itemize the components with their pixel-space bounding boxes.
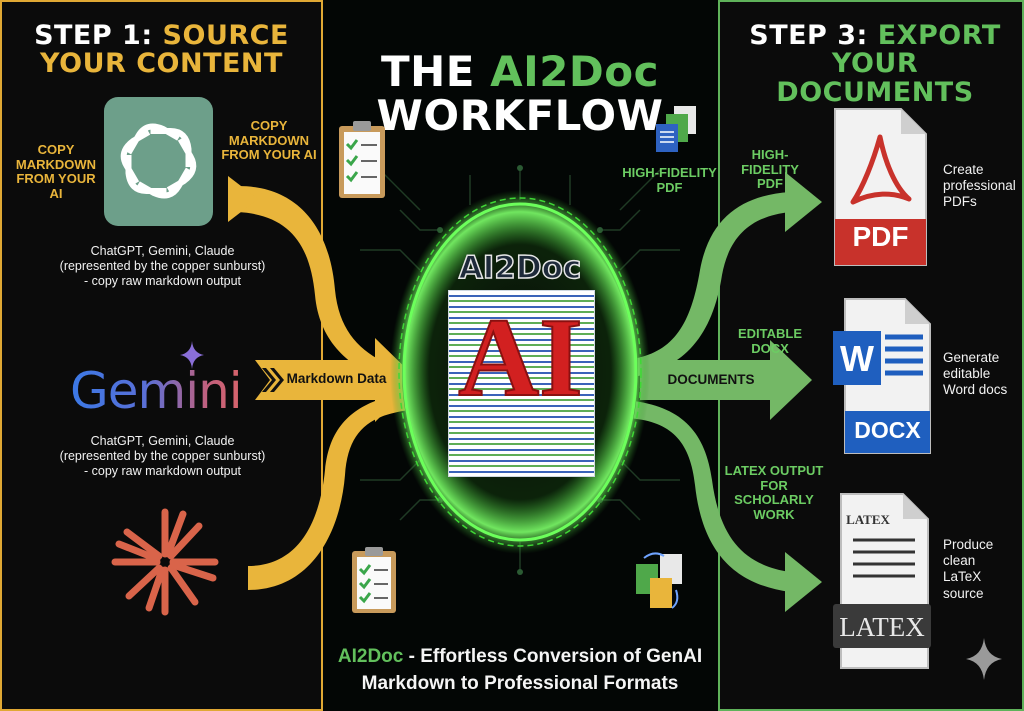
docx-description: Generate editable Word docs	[943, 350, 1008, 398]
word-letter: W	[840, 338, 874, 379]
docx-badge: DOCX	[854, 417, 921, 443]
ai-letters: AI	[457, 296, 583, 420]
workflow-word: WORKFLOW	[376, 91, 664, 141]
markdown-data-label: Markdown Data	[286, 371, 387, 386]
step3-subtitle: YOUR DOCUMENTS	[776, 48, 974, 108]
step1-heading: STEP 1: SOURCE YOUR CONTENT	[20, 20, 303, 80]
step1-prefix: STEP 1:	[34, 20, 163, 51]
step3-keyword: EXPORT	[877, 20, 1001, 51]
copy-markdown-label-right: COPY MARKDOWN FROM YOUR AI	[221, 118, 317, 163]
input-arrows	[228, 176, 418, 590]
latex-output-label: LATEX OUTPUT FOR SCHOLARLY WORK	[724, 463, 824, 522]
workflow-brand: AI2Doc	[490, 47, 660, 96]
documents-icon	[656, 106, 696, 152]
pdf-badge: PDF	[852, 221, 909, 252]
gemini-wordmark: Gemini	[70, 362, 243, 420]
workflow-heading: THE AI2Doc WORKFLOW	[330, 47, 710, 141]
workflow-prefix: THE	[380, 47, 491, 96]
step3-heading: STEP 3: EXPORT YOUR DOCUMENTS	[735, 20, 1015, 108]
step1-keyword: SOURCE	[162, 20, 289, 51]
step3-prefix: STEP 3:	[749, 20, 878, 51]
latex-file-icon	[833, 493, 931, 669]
ai2doc-document-icon	[448, 290, 595, 477]
file-conversion-icon	[636, 552, 682, 609]
pdf-description: Create professional PDFs	[943, 162, 1016, 210]
copy-markdown-label-left: COPY MARKDOWN FROM YOUR AI	[15, 142, 97, 201]
pdf-file-icon	[834, 108, 927, 266]
latex-small-mark: LATEX	[846, 512, 890, 527]
documents-label: DOCUMENTS	[667, 372, 755, 387]
footer-tagline: AI2Doc - Effortless Conversion of GenAI	[330, 646, 710, 668]
sources-description-2: ChatGPT, Gemini, Claude (represented by …	[59, 434, 266, 478]
hifi-pdf-label: HIGH-FIDELITY PDF	[741, 147, 799, 192]
gemini-sparkle-icon	[180, 341, 204, 369]
footer-tagline-line2: Markdown to Professional Formats	[361, 673, 679, 694]
footer-brand: AI2Doc	[337, 646, 404, 667]
editable-docx-label: EDITABLE DOCX	[737, 326, 803, 356]
sparkle-icon	[966, 638, 1002, 680]
step1-subtitle: YOUR CONTENT	[40, 48, 283, 80]
ai2doc-title: AI2Doc	[458, 249, 582, 287]
output-arrows	[625, 172, 822, 612]
footer-tagline-rest: - Effortless Conversion of GenAI	[403, 646, 703, 667]
checklist-icon-bottom	[352, 547, 396, 613]
hifi-pdf-center-label: HIGH-FIDELITY PDF	[622, 165, 717, 195]
openai-logo-icon	[120, 123, 197, 199]
sunburst-icon	[111, 508, 219, 616]
word-file-icon	[833, 298, 931, 454]
checklist-icon	[339, 121, 385, 198]
latex-description: Produce clean LaTeX source	[943, 537, 994, 601]
sources-description-1: ChatGPT, Gemini, Claude (represented by …	[59, 244, 266, 288]
latex-badge: LATEX	[839, 612, 925, 642]
openai-logo-tile	[104, 97, 213, 226]
